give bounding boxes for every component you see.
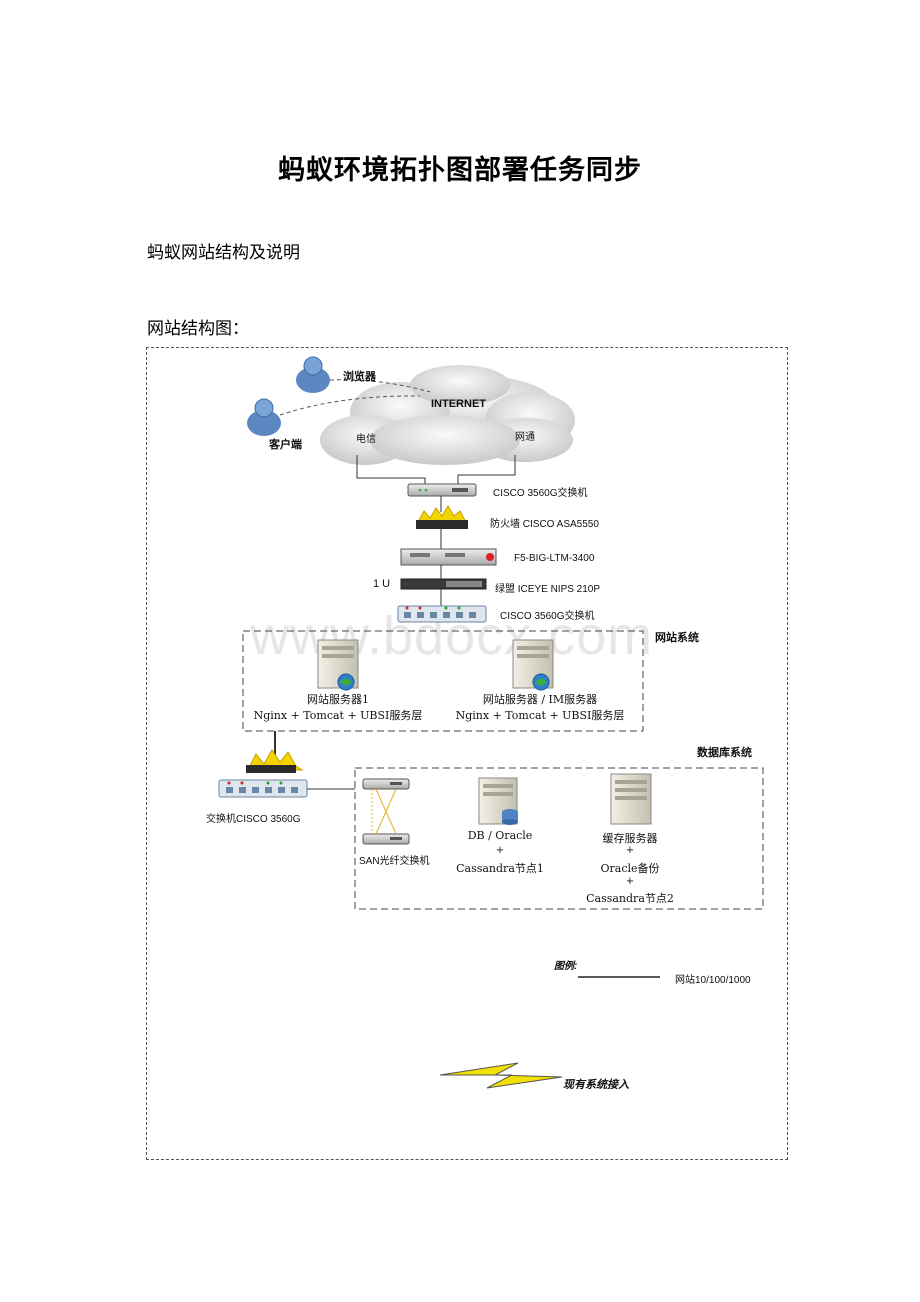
existing-access-label: 现有系统接入: [563, 1079, 629, 1091]
loadbalancer-icon: [400, 548, 497, 566]
cache-plus2: +: [625, 876, 635, 887]
client-label: 客户端: [269, 439, 302, 451]
unicom-link: [457, 455, 516, 484]
firewall-bottom-icon: [246, 749, 304, 773]
web-server-1-icon: [317, 639, 359, 691]
ips-label: 绿盟 ICEYE NIPS 210P: [495, 584, 601, 595]
web-server-2-icon: [512, 639, 554, 691]
switch-top-icon: [407, 483, 477, 497]
firewall-label: 防火墙 CISCO ASA5550: [490, 519, 599, 530]
browser-label: 浏览器: [343, 371, 376, 383]
san-label: SAN光纤交换机: [359, 856, 430, 867]
web-server-1-name: 网站服务器1: [307, 693, 369, 706]
firewall-icon: [416, 505, 468, 529]
san-switch-lower-icon: [362, 833, 410, 845]
ips-device-icon: [400, 578, 487, 590]
figure-label: 网站结构图：: [147, 319, 249, 339]
db-system-box: [354, 767, 764, 910]
web-server-1-stack: Nginx + Tomcat + UBSI服务层: [253, 709, 423, 722]
cache-plus1: +: [625, 845, 635, 856]
browser-link: [329, 379, 431, 393]
lightning-icon: [439, 1062, 563, 1089]
db-system-label: 数据库系统: [697, 747, 752, 759]
cache-line3: Cassandra节点2: [586, 892, 674, 905]
client-link: [279, 395, 421, 416]
cache-line1: 缓存服务器: [602, 832, 658, 845]
switch-bottom-label: 交换机CISCO 3560G: [206, 814, 301, 825]
legend-title: 图例:: [554, 961, 578, 972]
internet-cloud-icon: [320, 365, 575, 465]
client-user-icon: [247, 398, 281, 436]
topology-diagram-frame: [146, 347, 788, 1160]
switch-mid-label: CISCO 3560G交换机: [500, 611, 595, 622]
web-system-label: 网站系统: [655, 632, 699, 644]
legend-item: 网站10/100/1000: [675, 975, 751, 986]
switch-bottom-icon: [218, 779, 308, 798]
db-plus: +: [495, 845, 505, 856]
page-title: 蚂蚁环境拓扑图部署任务同步: [278, 155, 642, 186]
unicom-label: 网通: [515, 432, 535, 443]
cache-line2: Oracle备份: [600, 862, 660, 875]
telecom-label: 电信: [356, 434, 376, 445]
switch-top-label: CISCO 3560G交换机: [493, 488, 588, 499]
switch-mid-icon: [397, 605, 487, 623]
db-line1: DB / Oracle: [467, 829, 533, 842]
telecom-link: [356, 455, 426, 484]
internet-label: INTERNET: [431, 398, 486, 410]
db-server-icon: [478, 777, 518, 825]
cache-server-icon: [610, 773, 652, 825]
web-system-box: [242, 630, 644, 732]
loadbalancer-label: F5-BIG-LTM-3400: [514, 553, 595, 564]
web-server-2-name: 网站服务器 / IM服务器: [482, 693, 598, 706]
browser-user-icon: [296, 356, 330, 393]
web-server-2-stack: Nginx + Tomcat + UBSI服务层: [455, 709, 625, 722]
section-heading: 蚂蚁网站结构及说明: [147, 243, 300, 263]
db-line2: Cassandra节点1: [456, 862, 544, 875]
ips-unit-label: 1 U: [373, 578, 391, 590]
san-switch-upper-icon: [362, 778, 410, 790]
